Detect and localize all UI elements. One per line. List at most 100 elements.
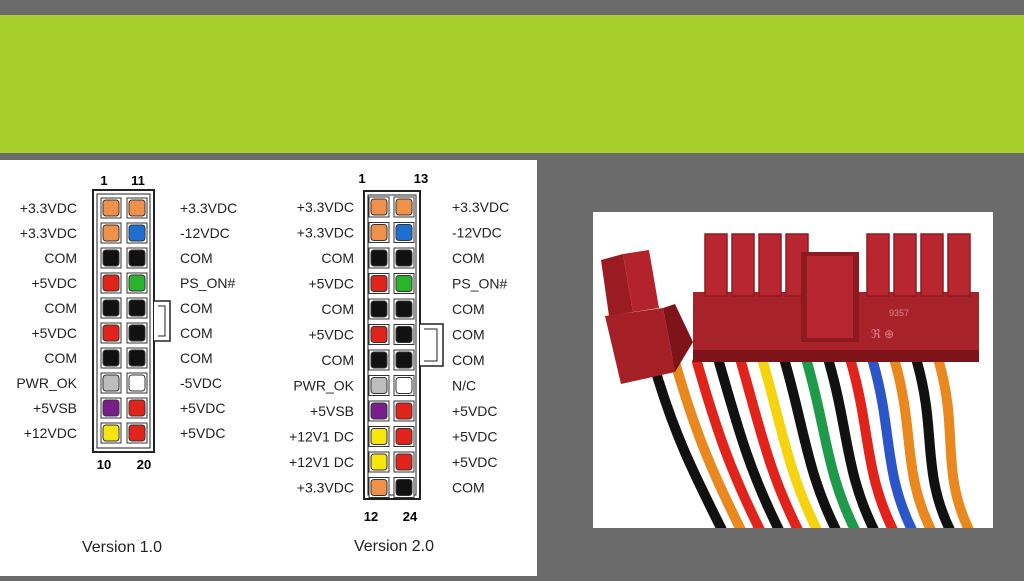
wire xyxy=(824,357,879,528)
v1-right-label: +5VDC xyxy=(180,400,226,416)
v2-right-label: PS_ON# xyxy=(452,276,507,292)
v1-pin-left xyxy=(102,274,120,292)
v2-right-label: +3.3VDC xyxy=(452,199,509,215)
connector-v2: 1 13 +3.3VDC+3.3VDCCOM+5VDCCOM+5VDCCOMPW… xyxy=(289,171,509,555)
v2-pin-left xyxy=(370,300,388,318)
v2-pin-right xyxy=(395,377,413,394)
v1-pin-left xyxy=(102,324,120,342)
connector-tooth xyxy=(758,233,782,297)
v2-pin-right xyxy=(395,198,413,216)
wire xyxy=(714,357,784,528)
side-connector-body xyxy=(605,308,675,384)
v2-pin-right xyxy=(395,428,413,445)
v1-pin-left xyxy=(102,249,120,267)
v2-pin-left xyxy=(370,249,388,267)
v1-latch-inner xyxy=(158,305,166,337)
v2-pins xyxy=(368,196,415,498)
v1-pin-left xyxy=(102,399,120,417)
v2-pin-label-1: 1 xyxy=(358,171,365,186)
v1-left-label: +3.3VDC xyxy=(20,225,77,241)
v2-pin-left xyxy=(370,428,388,445)
v2-pin-label-13: 13 xyxy=(414,171,428,186)
v2-right-label: +5VDC xyxy=(452,403,498,419)
v2-right-label: COM xyxy=(452,327,485,343)
v1-pin-right xyxy=(128,299,146,317)
v1-pin-right xyxy=(128,274,146,292)
v2-pin-right xyxy=(395,402,413,420)
v2-left-label: +3.3VDC xyxy=(297,199,354,215)
v2-pin-label-24: 24 xyxy=(403,509,418,524)
v2-pin-left xyxy=(370,326,388,343)
v1-right-labels: +3.3VDC-12VDCCOMPS_ON#COMCOMCOM-5VDC+5VD… xyxy=(180,200,237,441)
v2-right-label: +5VDC xyxy=(452,429,498,445)
v2-left-label: COM xyxy=(321,301,354,317)
connector-tooth xyxy=(704,233,728,297)
main-connector-teeth xyxy=(704,233,971,297)
v1-left-label: +5VDC xyxy=(31,325,77,341)
v2-pin-right xyxy=(395,479,413,496)
v1-pin-left xyxy=(102,299,120,317)
side-connector-tab-2 xyxy=(623,250,659,312)
wire xyxy=(890,357,936,528)
v2-pin-right xyxy=(395,326,413,343)
v2-pin-left xyxy=(370,198,388,216)
top-bar xyxy=(0,0,1024,15)
v1-pin-right xyxy=(128,224,146,242)
wire xyxy=(758,357,822,528)
v2-left-label: +3.3VDC xyxy=(297,225,354,241)
v1-left-labels: +3.3VDC+3.3VDCCOM+5VDCCOM+5VDCCOMPWR_OK+… xyxy=(16,200,77,441)
v1-pin-label-11: 11 xyxy=(131,173,145,188)
v2-right-label: COM xyxy=(452,250,485,266)
wire xyxy=(692,357,765,528)
v2-pin-left xyxy=(370,377,388,394)
wire xyxy=(934,357,974,528)
v1-caption: Version 1.0 xyxy=(82,539,162,556)
connector-tooth xyxy=(893,233,917,297)
v1-left-label: COM xyxy=(44,300,77,316)
v2-pin-left xyxy=(370,402,388,420)
v2-left-label: +5VDC xyxy=(308,276,354,292)
v1-left-label: +5VDC xyxy=(31,275,77,291)
v1-pin-right xyxy=(128,349,146,367)
v1-pin-label-1: 1 xyxy=(100,173,107,188)
v1-right-label: COM xyxy=(180,325,213,341)
v1-right-label: +3.3VDC xyxy=(180,200,237,216)
v2-pin-right xyxy=(395,300,413,318)
v2-left-label: +3.3VDC xyxy=(297,480,354,496)
v1-pin-left xyxy=(102,224,120,242)
v2-pin-label-12: 12 xyxy=(364,509,378,524)
wire xyxy=(802,357,860,528)
v2-left-label: +12V1 DC xyxy=(289,429,354,445)
connector-photo-illustration: 9357 ℜ ⊕ xyxy=(601,233,979,528)
v1-pin-right xyxy=(128,374,146,392)
v2-pin-right xyxy=(395,351,413,369)
v2-right-label: COM xyxy=(452,480,485,496)
v2-pin-left xyxy=(370,224,388,241)
connector-v1: 1 11 +3.3VDC+3.3VDCCOM+5VDCCOM+5VDCCOMPW… xyxy=(16,173,237,556)
v1-pin-left xyxy=(102,349,120,367)
v2-pin-left xyxy=(370,453,388,471)
v2-left-label: +5VDC xyxy=(308,327,354,343)
v1-left-label: +12VDC xyxy=(24,425,77,441)
wire xyxy=(868,357,917,528)
v2-right-label: -12VDC xyxy=(452,225,502,241)
v2-right-label: COM xyxy=(452,352,485,368)
v1-left-label: COM xyxy=(44,350,77,366)
v1-left-label: COM xyxy=(44,250,77,266)
v1-pin-left xyxy=(102,374,120,392)
side-connector xyxy=(601,250,693,384)
v1-latch xyxy=(154,300,171,342)
v2-pin-right xyxy=(395,275,413,292)
v2-right-label: COM xyxy=(452,301,485,317)
connector-tooth xyxy=(920,233,944,297)
certification-mark: ℜ ⊕ xyxy=(871,327,894,341)
main-connector: 9357 ℜ ⊕ xyxy=(693,233,979,362)
wire xyxy=(648,357,727,528)
v1-pin-label-20: 20 xyxy=(137,457,151,472)
v1-right-label: -12VDC xyxy=(180,225,230,241)
connector-tooth xyxy=(866,233,890,297)
v2-left-label: COM xyxy=(321,250,354,266)
v1-pin-left xyxy=(102,199,120,217)
v2-left-label: +5VSB xyxy=(310,403,354,419)
v1-pin-label-10: 10 xyxy=(97,457,111,472)
